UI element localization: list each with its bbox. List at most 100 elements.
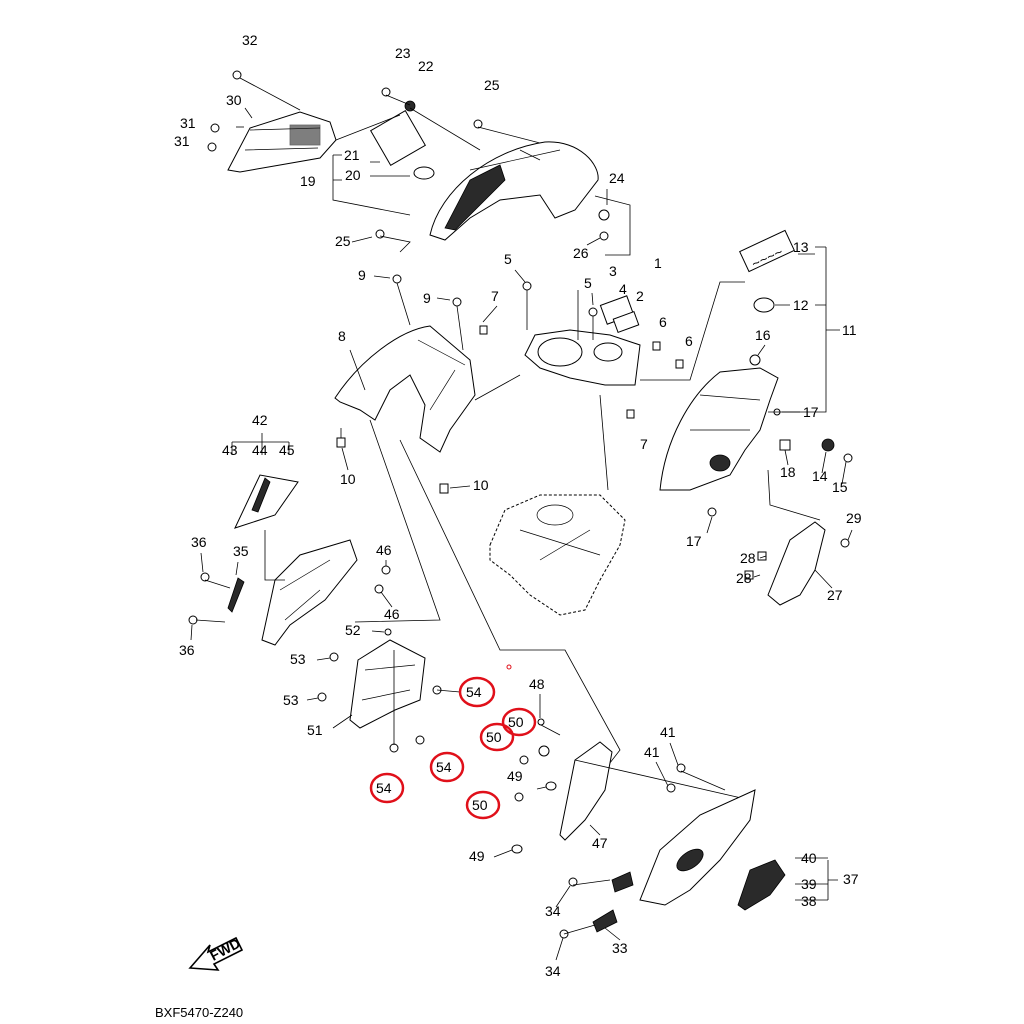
- screw-46b-icon: [374, 584, 384, 594]
- callout-5: 5: [584, 275, 592, 291]
- clip-18-icon: [779, 439, 791, 451]
- nut-50b-icon: [519, 755, 529, 765]
- callout-28: 28: [736, 570, 752, 586]
- callout-6: 6: [685, 333, 693, 349]
- callout-21: 21: [344, 147, 360, 163]
- callout-17: 17: [686, 533, 702, 549]
- callout-29: 29: [846, 510, 862, 526]
- part-33-reflector: [592, 909, 618, 933]
- part-37-lower-cover: [639, 789, 786, 911]
- callout-7: 7: [640, 436, 648, 452]
- clip-6b-icon: [675, 359, 684, 369]
- callout-50: 50: [472, 797, 488, 813]
- part-14-bush: [821, 438, 835, 452]
- callout-52: 52: [345, 622, 361, 638]
- callout-10: 10: [473, 477, 489, 493]
- callout-labels: 32 30 31 31 23 22 25 21 20 19 24 25 26 9…: [174, 32, 862, 979]
- clip-7b-icon: [626, 409, 635, 419]
- nut-53b-icon: [317, 692, 327, 702]
- callout-30: 30: [226, 92, 242, 108]
- part-24-bush: [598, 209, 610, 221]
- callout-41: 41: [660, 724, 676, 740]
- callout-25: 25: [335, 233, 351, 249]
- callout-35: 35: [233, 543, 249, 559]
- part-12-grommet: [753, 297, 775, 313]
- part-1-inner-panel: [524, 329, 641, 386]
- callout-48: 48: [529, 676, 545, 692]
- callout-31: 31: [174, 133, 190, 149]
- part-46-panel: [261, 539, 358, 646]
- screw-48-icon: [537, 718, 545, 726]
- part-11-right-cover: [659, 367, 779, 491]
- callout-31: 31: [180, 115, 196, 131]
- nut-50-icon: [538, 745, 550, 757]
- clip-10b-icon: [439, 483, 449, 494]
- callout-2: 2: [636, 288, 644, 304]
- part-30-cover: [227, 111, 337, 173]
- bolt-36b-icon: [188, 615, 198, 625]
- bolt-36-icon: [200, 572, 210, 582]
- screw-9b-icon: [452, 297, 462, 307]
- part-22-bush: [404, 100, 416, 112]
- screw-17b-icon: [707, 507, 717, 517]
- part-19-upper-panel: [429, 141, 599, 241]
- callout-20: 20: [345, 167, 361, 183]
- callout-8: 8: [338, 328, 346, 344]
- grommet-49-icon: [545, 781, 557, 791]
- callout-1: 1: [654, 255, 662, 271]
- callout-33: 33: [612, 940, 628, 956]
- callout-41: 41: [644, 744, 660, 760]
- fwd-label: FWD: [207, 935, 243, 964]
- callout-23: 23: [395, 45, 411, 61]
- reflector-icon: [611, 871, 634, 893]
- bolt-32-icon: [232, 70, 242, 80]
- callout-36: 36: [179, 642, 195, 658]
- screw-52-icon: [384, 628, 392, 636]
- clip-28b-icon: [744, 570, 754, 580]
- callout-40: 40: [801, 850, 817, 866]
- callout-47: 47: [592, 835, 608, 851]
- callout-53: 53: [290, 651, 306, 667]
- callout-50: 50: [486, 729, 502, 745]
- part-20-grommet: [413, 166, 435, 180]
- part-8-side-cover: [334, 325, 476, 453]
- bolt-5b-icon: [588, 307, 598, 317]
- diagram-code: BXF5470-Z240: [155, 1005, 243, 1020]
- callout-27: 27: [827, 587, 843, 603]
- clip-6-icon: [652, 341, 661, 351]
- part-35-reflector: [227, 577, 245, 613]
- part-13-emblem: [739, 229, 795, 273]
- callout-51: 51: [307, 722, 323, 738]
- screw-9-icon: [392, 274, 402, 284]
- callout-43: 43: [222, 442, 238, 458]
- nut-50c-icon: [514, 792, 524, 802]
- part-16-bush: [749, 354, 761, 366]
- clip-7-icon: [479, 325, 488, 335]
- callout-54: 54: [436, 759, 452, 775]
- callout-10: 10: [340, 471, 356, 487]
- callout-26: 26: [573, 245, 589, 261]
- bolt-25-icon: [473, 119, 483, 129]
- callout-14: 14: [812, 468, 828, 484]
- callout-7: 7: [491, 288, 499, 304]
- bolt-29-icon: [840, 538, 850, 548]
- part-26-clip: [599, 231, 609, 241]
- part-47-panel: [559, 741, 613, 841]
- part-21-seal: [369, 109, 427, 167]
- bolt-41b-icon: [666, 783, 676, 793]
- part-51-bracket: [349, 639, 426, 729]
- callout-37: 37: [843, 871, 859, 887]
- callout-54: 54: [466, 684, 482, 700]
- callout-13: 13: [793, 239, 809, 255]
- bolt-41-icon: [676, 763, 686, 773]
- callout-12: 12: [793, 297, 809, 313]
- callout-42: 42: [252, 412, 268, 428]
- part-42-duct: [234, 474, 299, 529]
- callout-36: 36: [191, 534, 207, 550]
- callout-54: 54: [376, 780, 392, 796]
- fwd-arrow-icon: FWD: [188, 935, 244, 971]
- part-4-pad: [612, 311, 640, 333]
- callout-24: 24: [609, 170, 625, 186]
